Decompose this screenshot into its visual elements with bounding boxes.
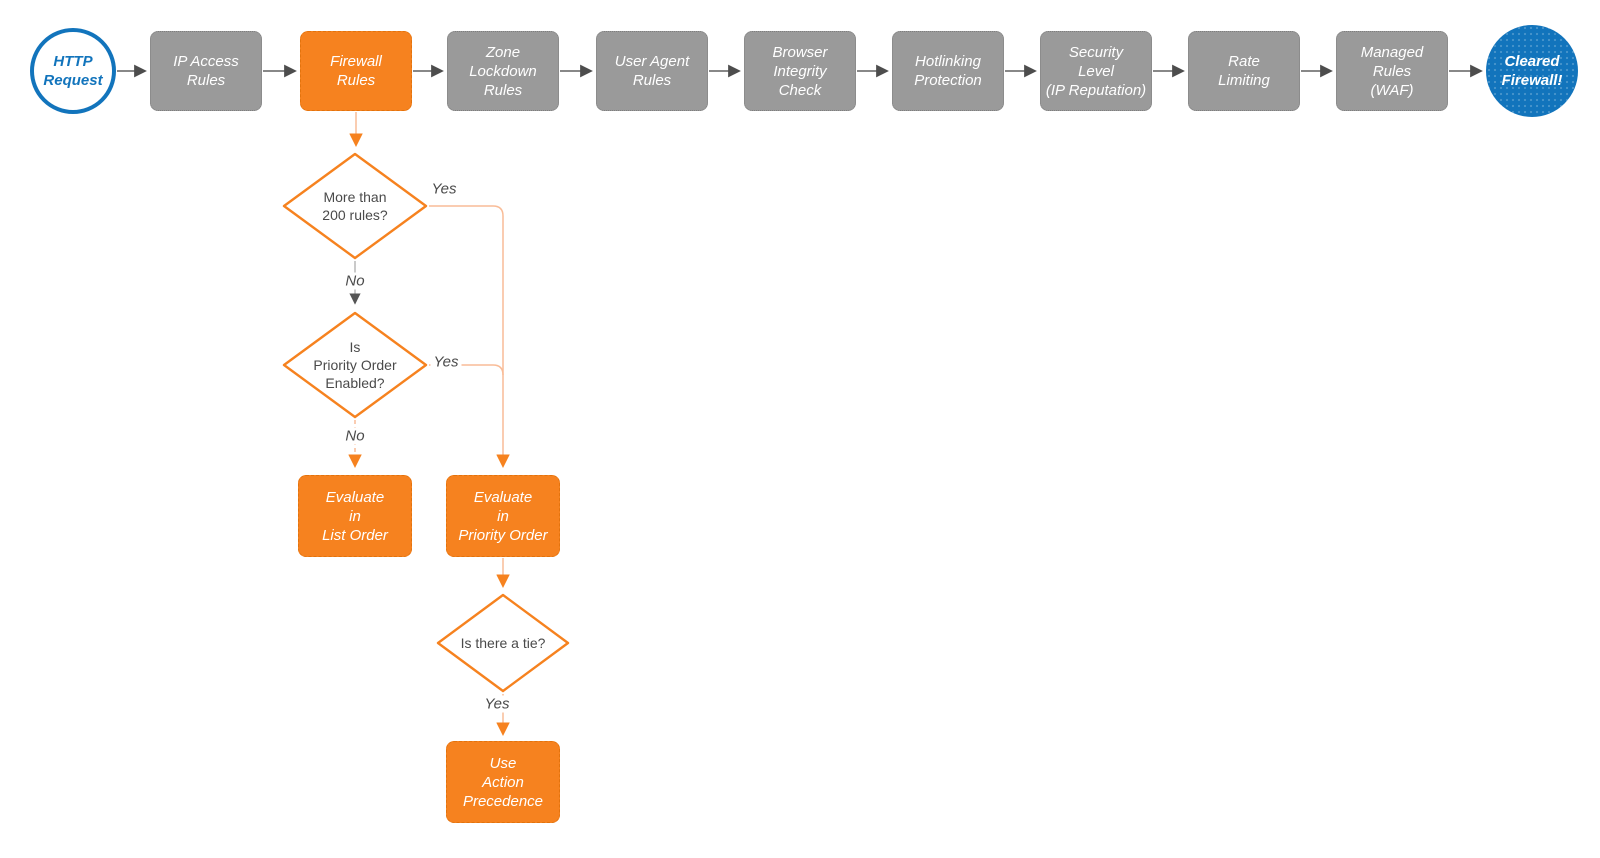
node-rate-limiting-label: Rate Limiting [1218,53,1270,89]
node-firewall-rules: Firewall Rules [300,31,412,111]
node-cleared-firewall-label: Cleared Firewall! [1501,53,1563,89]
node-zone-lockdown-rules-label: Zone Lockdown Rules [469,43,537,99]
node-http-request: HTTP Request [30,28,116,114]
node-decision-tie-label: Is there a tie? [460,635,546,651]
node-managed-rules-waf-label: Managed Rules (WAF) [1360,43,1424,99]
node-browser-integrity-check-label: Browser Integrity Check [772,43,828,99]
node-security-level-label: Security Level (IP Reputation) [1045,43,1147,99]
node-ip-access-rules-label: IP Access Rules [173,53,239,89]
node-evaluate-list-order: Evaluate in List Order [298,475,412,557]
edge-label-rule-count-yes: Yes [428,180,460,198]
node-browser-integrity-check: Browser Integrity Check [744,31,856,111]
node-decision-rule-count-label: More than 200 rules? [322,189,388,223]
edge-label-priority-yes: Yes [430,353,462,371]
node-decision-tie: Is there a tie? [436,593,570,693]
node-decision-rule-count: More than 200 rules? [282,152,428,260]
node-cleared-firewall: Cleared Firewall! [1486,25,1578,117]
node-evaluate-list-order-label: Evaluate in List Order [322,488,388,544]
node-use-action-precedence-label: Use Action Precedence [462,754,544,810]
diamond-shape [282,311,428,419]
node-rate-limiting: Rate Limiting [1188,31,1300,111]
node-firewall-rules-label: Firewall Rules [330,53,382,89]
node-evaluate-priority-order: Evaluate in Priority Order [446,475,560,557]
node-use-action-precedence: Use Action Precedence [446,741,560,823]
node-hotlinking-protection-label: Hotlinking Protection [914,53,982,89]
edge-label-rule-count-no: No [342,272,368,290]
edge-label-priority-no: No [342,427,368,445]
node-decision-priority-order-label: Is Priority Order Enabled? [313,339,397,391]
node-user-agent-rules-label: User Agent Rules [614,53,690,89]
edge-decision2-yes-merge [429,364,504,376]
node-ip-access-rules: IP Access Rules [150,31,262,111]
node-managed-rules-waf: Managed Rules (WAF) [1336,31,1448,111]
diamond-shape [436,593,570,693]
node-http-request-label: HTTP Request [43,53,103,89]
node-hotlinking-protection: Hotlinking Protection [892,31,1004,111]
edge-decision1-yes-to-priority-box [429,205,510,469]
node-zone-lockdown-rules: Zone Lockdown Rules [447,31,559,111]
edge-label-tie-yes: Yes [481,695,513,713]
node-evaluate-priority-order-label: Evaluate in Priority Order [458,488,548,544]
node-decision-priority-order: Is Priority Order Enabled? [282,311,428,419]
node-security-level: Security Level (IP Reputation) [1040,31,1152,111]
diamond-shape [282,152,428,260]
node-user-agent-rules: User Agent Rules [596,31,708,111]
